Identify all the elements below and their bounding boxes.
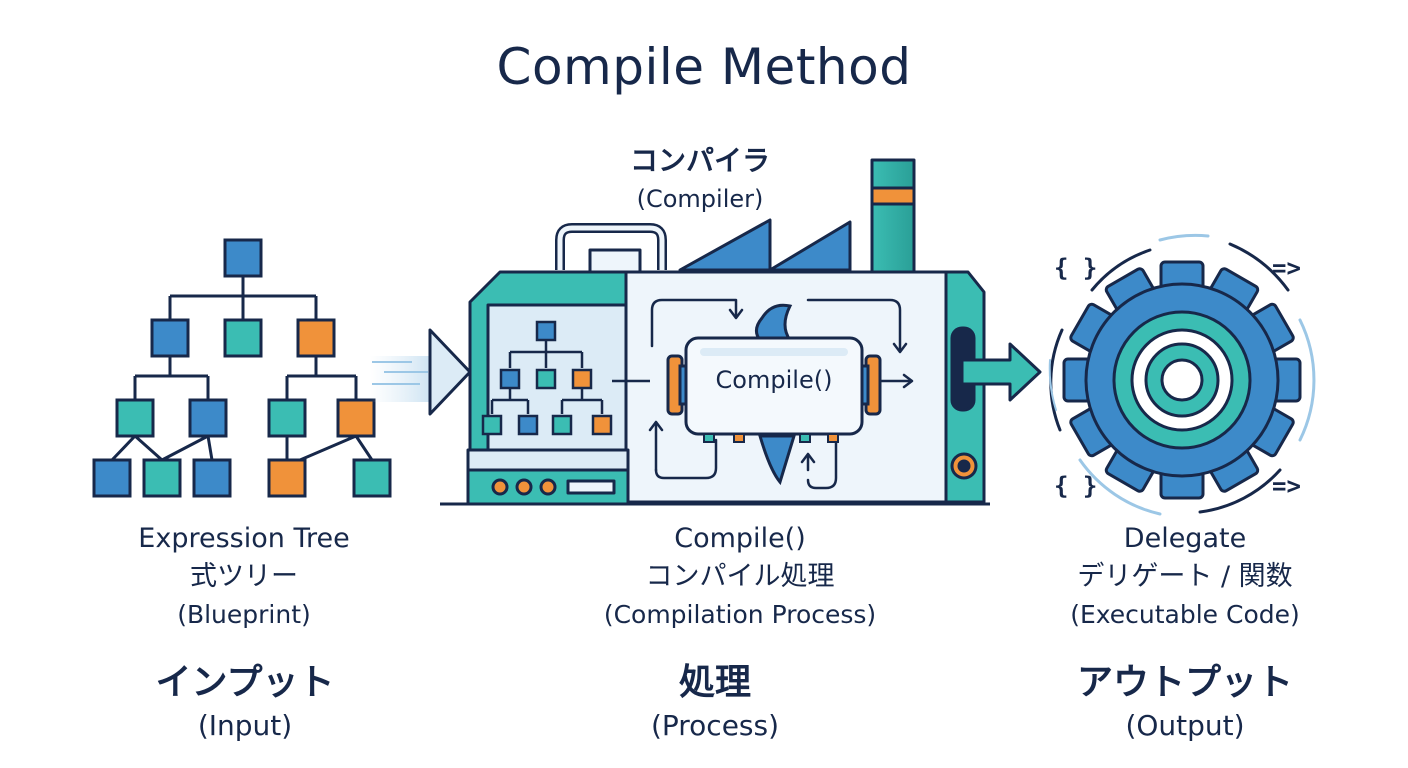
compile-box bbox=[666, 336, 882, 443]
compiler-machine bbox=[440, 158, 990, 506]
input-role-en: (Input) bbox=[197, 709, 293, 742]
lambda-arrow-bottom: => bbox=[1272, 472, 1301, 500]
mini-tree bbox=[481, 320, 650, 436]
compiler-label-jp: コンパイラ bbox=[629, 144, 770, 177]
output-arrow bbox=[960, 342, 1042, 402]
output-role: アウトプット (Output) bbox=[1050, 660, 1320, 746]
process-caption-jp: コンパイル処理 bbox=[645, 561, 835, 592]
page-title: Compile Method bbox=[496, 38, 912, 96]
lambda-arrow-top: => bbox=[1272, 254, 1301, 282]
expression-tree bbox=[110, 276, 374, 462]
input-arrow bbox=[370, 328, 472, 416]
input-caption: Expression Tree 式ツリー (Blueprint) bbox=[94, 520, 394, 634]
funnel bbox=[755, 303, 797, 486]
output-caption-note: (Executable Code) bbox=[1070, 600, 1300, 629]
process-caption-note: (Compilation Process) bbox=[603, 600, 877, 629]
compile-box-label: Compile() bbox=[715, 366, 833, 394]
input-caption-note: (Blueprint) bbox=[177, 600, 311, 629]
braces-glyph-bottom: { } bbox=[1054, 472, 1098, 500]
input-role-jp: インプット bbox=[155, 662, 335, 703]
input-caption-jp: 式ツリー bbox=[190, 561, 298, 592]
output-role-en: (Output) bbox=[1125, 709, 1245, 742]
process-role-en: (Process) bbox=[650, 709, 780, 742]
motion-arcs bbox=[1048, 233, 1316, 516]
output-role-jp: アウトプット bbox=[1076, 662, 1293, 703]
input-role: インプット (Input) bbox=[120, 660, 370, 746]
process-caption: Compile() コンパイル処理 (Compilation Process) bbox=[560, 520, 920, 634]
output-caption-jp: デリゲート / 関数 bbox=[1077, 561, 1293, 592]
process-role-jp: 処理 bbox=[678, 662, 751, 703]
input-caption-en: Expression Tree bbox=[138, 523, 350, 554]
compiler-label: コンパイラ (Compiler) bbox=[560, 142, 840, 218]
output-caption-en: Delegate bbox=[1123, 523, 1247, 554]
gear-icon bbox=[1062, 260, 1302, 500]
braces-glyph-top: { } bbox=[1054, 254, 1098, 282]
process-caption-en: Compile() bbox=[674, 523, 806, 554]
process-role: 処理 (Process) bbox=[600, 660, 830, 746]
compiler-label-en: (Compiler) bbox=[636, 185, 764, 213]
process-flow-arrows bbox=[648, 298, 914, 490]
output-caption: Delegate デリゲート / 関数 (Executable Code) bbox=[1030, 520, 1340, 634]
expression-tree-nodes bbox=[92, 238, 392, 498]
